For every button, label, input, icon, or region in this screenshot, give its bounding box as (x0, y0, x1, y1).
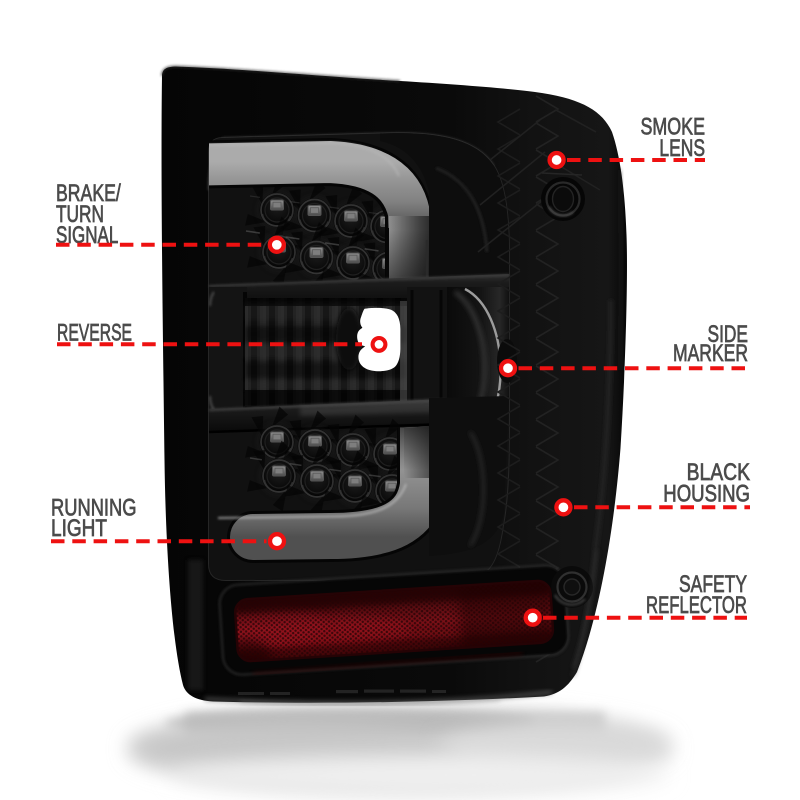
svg-text:SAFETY: SAFETY (679, 571, 747, 598)
svg-text:LENS: LENS (659, 135, 705, 162)
svg-text:REFLECTOR: REFLECTOR (646, 592, 747, 619)
svg-text:BLACK: BLACK (687, 459, 750, 486)
svg-text:SMOKE: SMOKE (641, 114, 706, 141)
svg-text:RUNNING: RUNNING (51, 495, 137, 522)
svg-text:BRAKE/: BRAKE/ (56, 180, 121, 207)
svg-text:REVERSE: REVERSE (57, 319, 132, 346)
svg-text:LIGHT: LIGHT (51, 515, 107, 542)
svg-text:SIDE: SIDE (708, 321, 749, 348)
svg-text:MARKER: MARKER (673, 340, 748, 367)
svg-text:TURN: TURN (56, 201, 104, 228)
svg-text:HOUSING: HOUSING (663, 480, 750, 507)
